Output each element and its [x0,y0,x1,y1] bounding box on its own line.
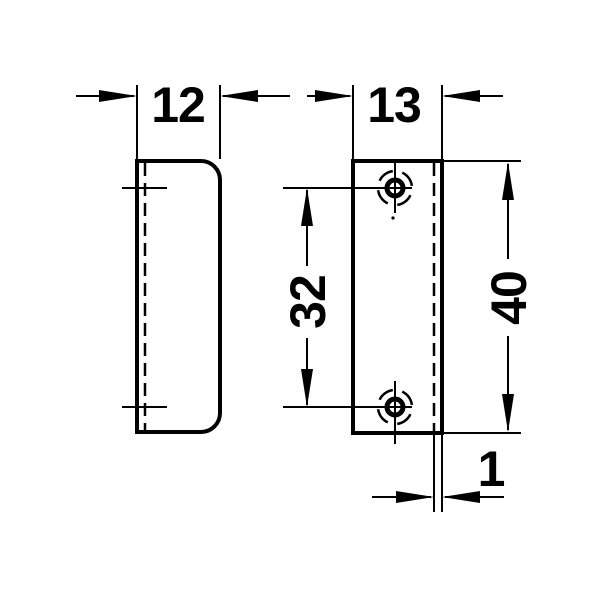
dimension-label-hole-spacing: 32 [280,275,336,329]
side-view [122,159,222,434]
front-view [283,159,444,444]
side-view-outline [135,159,222,434]
arrowhead-right-icon [396,491,434,503]
dimension-label-overall-height: 40 [481,271,537,325]
arrowhead-right-icon [315,90,353,102]
front-view-outline [351,159,444,435]
arrowhead-up-icon [301,188,313,226]
upper-hole-circle [384,177,406,199]
upper-screw-hole [283,162,414,220]
dimension-40: 40 [444,160,537,434]
arrowhead-left-icon [220,90,258,102]
dimension-1: 1 [372,433,506,512]
arrowhead-down-icon [502,394,514,432]
upper-hole-countersink-dashed-circle [376,169,414,207]
dimension-32: 32 [280,188,336,407]
arrowhead-down-icon [301,369,313,407]
dimension-label-thickness: 1 [478,441,505,497]
dimension-label-side-width: 12 [151,77,205,133]
lower-screw-hole [283,381,414,444]
dimension-label-front-width: 13 [367,77,421,133]
stray-dot [391,216,395,220]
arrowhead-left-icon [442,90,480,102]
dimension-12: 12 [76,77,290,159]
dimension-13: 13 [307,77,503,159]
arrowhead-right-icon [99,90,137,102]
lower-hole-countersink-dashed-circle [376,388,414,426]
arrowhead-up-icon [502,162,514,200]
arrowhead-left-icon [442,491,480,503]
lower-hole-circle [384,396,406,418]
